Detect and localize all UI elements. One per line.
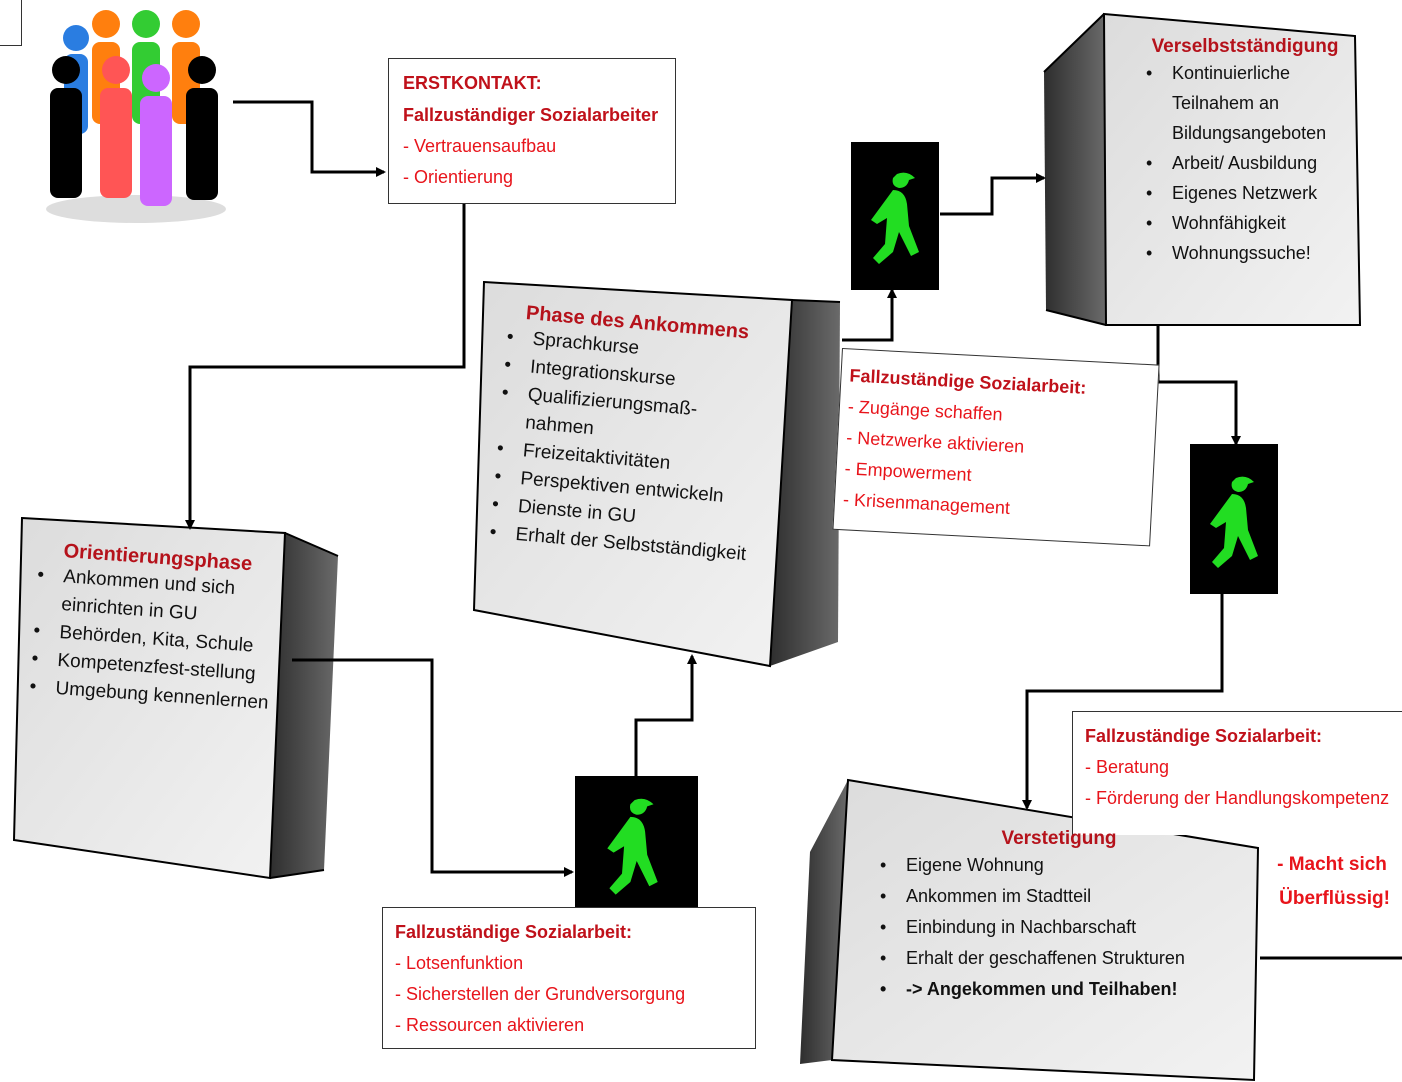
macht-sich-ueberfluessig-note: - Macht sich Überflüssig! <box>1262 848 1402 916</box>
sozialarbeit-right-box: Fallzuständige Sozialarbeit: - Beratung … <box>1072 711 1402 835</box>
sozialarbeit-middle-box: Fallzuständige Sozialarbeit: - Zugänge s… <box>832 348 1160 547</box>
verstetigung-content: Verstetigung Eigene Wohnung Ankommen im … <box>874 828 1244 1005</box>
verstetigung-title: Verstetigung <box>1001 828 1117 849</box>
list-item: Wohnungssuche! <box>1140 238 1350 268</box>
verselbststaendigung-content: Verselbstständigung Kontinuierliche Teil… <box>1140 36 1350 268</box>
ankommen-content: Phase des Ankommens Sprachkurse Integrat… <box>482 300 773 570</box>
sozialarbeit-bottom-title: Fallzuständige Sozialarbeit: <box>395 922 633 942</box>
green-pedestrian-light-icon <box>575 776 698 908</box>
orientierungsphase-content: Orientierungsphase Ankommen und sich ein… <box>23 538 284 718</box>
sozialarbeit-bottom-item: - Lotsenfunktion <box>395 953 524 973</box>
sozialarbeit-right-item: - Beratung <box>1085 757 1170 777</box>
list-item: Eigene Wohnung <box>874 850 1244 881</box>
list-item: Kontinuierliche Teilnahem an Bildungsang… <box>1140 58 1350 148</box>
erstkontakt-item: - Vertrauensaufbau <box>403 136 557 156</box>
list-item: -> Angekommen und Teilhaben! <box>874 974 1244 1005</box>
erstkontakt-box: ERSTKONTAKT: Fallzuständiger Sozialarbei… <box>388 58 676 204</box>
erstkontakt-item: - Orientierung <box>403 167 514 187</box>
list-item: Wohnfähigkeit <box>1140 208 1350 238</box>
sozialarbeit-bottom-item: - Ressourcen aktivieren <box>395 1015 585 1035</box>
green-pedestrian-light-icon <box>851 142 939 290</box>
list-item: Ankommen im Stadtteil <box>874 881 1244 912</box>
list-item: Einbindung in Nachbarschaft <box>874 912 1244 943</box>
list-item: Erhalt der geschaffenen Strukturen <box>874 943 1244 974</box>
erstkontakt-title: ERSTKONTAKT: <box>403 73 542 93</box>
list-item: Eigenes Netzwerk <box>1140 178 1350 208</box>
green-pedestrian-light-icon <box>1190 444 1278 594</box>
sozialarbeit-bottom-item: - Sicherstellen der Grundversorgung <box>395 984 686 1004</box>
erstkontakt-subtitle: Fallzuständiger Sozialarbeiter <box>403 105 659 125</box>
people-group-icon <box>46 10 226 223</box>
ueberfluessig-text: Überflüssig! <box>1279 888 1390 909</box>
macht-sich-text: - Macht sich <box>1277 854 1387 875</box>
sozialarbeit-bottom-box: Fallzuständige Sozialarbeit: - Lotsenfun… <box>382 907 756 1049</box>
list-item: Arbeit/ Ausbildung <box>1140 148 1350 178</box>
verselbststaendigung-title: Verselbstständigung <box>1151 36 1339 57</box>
sozialarbeit-right-title: Fallzuständige Sozialarbeit: <box>1085 726 1323 746</box>
sozialarbeit-right-item: - Förderung der Handlungskompetenz <box>1085 788 1390 808</box>
corner-frame <box>0 0 22 46</box>
